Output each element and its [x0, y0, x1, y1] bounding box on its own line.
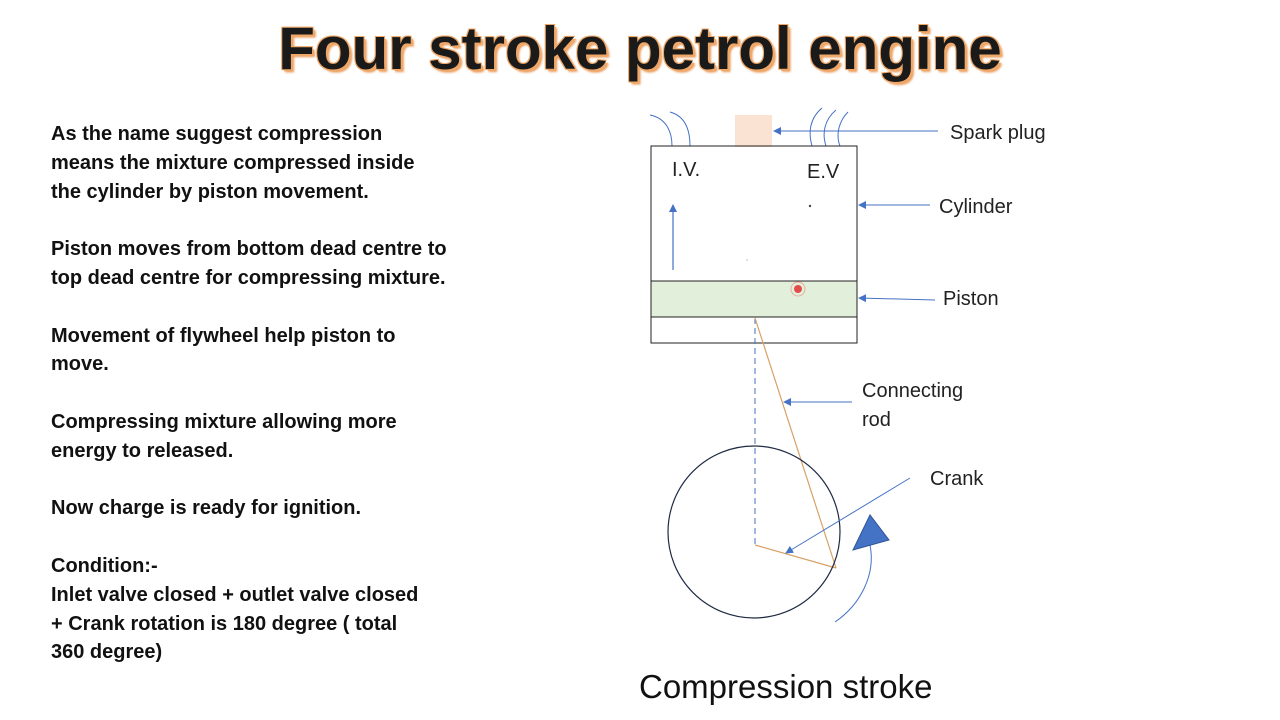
intake-valve-label: I.V. [672, 159, 700, 181]
paragraph-1: As the name suggest compression means th… [51, 123, 415, 203]
intake-flow-lines [649, 111, 691, 147]
connecting-rod-label-1: Connecting [862, 380, 963, 402]
exhaust-flow-lines [809, 107, 849, 147]
condition-line-1: Inlet valve closed + outlet valve closed [51, 583, 419, 606]
rotation-arc [834, 544, 872, 623]
piston-label: Piston [943, 288, 999, 310]
cylinder-shape [650, 145, 858, 344]
piston-shape [650, 280, 858, 318]
crank-label: Crank [930, 468, 984, 490]
crank-circle [667, 445, 841, 619]
page-title: Four stroke petrol engine [278, 15, 1002, 82]
connecting-rod-label-2: rod [862, 409, 891, 431]
crank-arm [754, 544, 837, 569]
exhaust-valve-label: E.V [807, 161, 840, 183]
rotation-arrowhead [852, 514, 890, 551]
paragraph-2: Piston moves from bottom dead centre to … [51, 238, 447, 289]
paragraph-5: Now charge is ready for ignition. [51, 497, 362, 520]
cylinder-label: Cylinder [939, 196, 1013, 218]
condition-line-2: + Crank rotation is 180 degree ( total [51, 612, 398, 635]
condition-block: Condition:- Inlet valve closed + outlet … [51, 552, 471, 667]
condition-heading: Condition:- [51, 554, 158, 577]
pointer-dot [794, 285, 802, 293]
crank-pointer [785, 477, 911, 554]
paragraph-4: Compressing mixture allowing more energy… [51, 410, 397, 462]
paragraph-3: Movement of flywheel help piston to move… [51, 324, 396, 376]
description-text: As the name suggest compression means th… [51, 120, 471, 667]
spark-plug-label: Spark plug [950, 122, 1046, 144]
connecting-rod [754, 317, 837, 569]
condition-line-3: 360 degree) [51, 641, 163, 664]
diagram-caption: Compression stroke [639, 668, 933, 705]
piston-pointer [858, 294, 936, 303]
spark-plug-shape [735, 115, 772, 147]
